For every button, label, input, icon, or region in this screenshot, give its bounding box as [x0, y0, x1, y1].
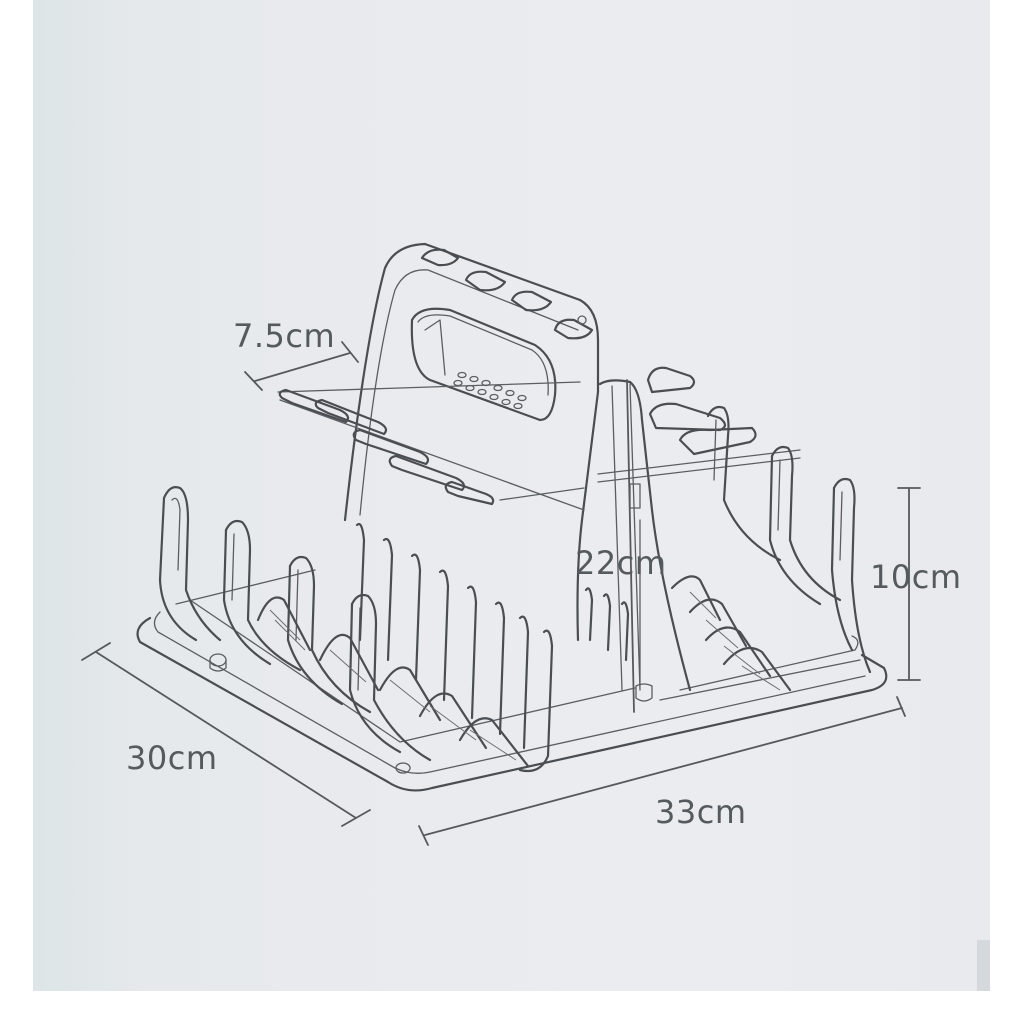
dimension-lines: [81, 341, 921, 846]
dimension-label-rack-height: 10cm: [870, 558, 962, 596]
right-support-post: [597, 379, 801, 692]
dimension-label-length: 33cm: [655, 793, 747, 831]
dimension-label-total-height: 22cm: [575, 544, 667, 582]
central-handle: [343, 242, 600, 642]
dimension-label-depth: 30cm: [126, 739, 218, 777]
right-ribs: [584, 575, 792, 692]
dimension-label-arm-width: 7.5cm: [233, 317, 336, 355]
left-ribs: [355, 522, 554, 773]
handle-top-holes: [420, 248, 594, 340]
grip-perforations: [453, 371, 527, 410]
panel-edge-tab: [977, 940, 990, 991]
left-a-frames: [256, 596, 530, 768]
drawing-background-panel: [33, 0, 990, 991]
base-tray: [136, 519, 888, 792]
back-teat-arm: [646, 366, 757, 456]
front-teat-arm: [277, 381, 585, 511]
right-prongs: [706, 405, 872, 674]
teat-slots-front: [278, 388, 495, 506]
